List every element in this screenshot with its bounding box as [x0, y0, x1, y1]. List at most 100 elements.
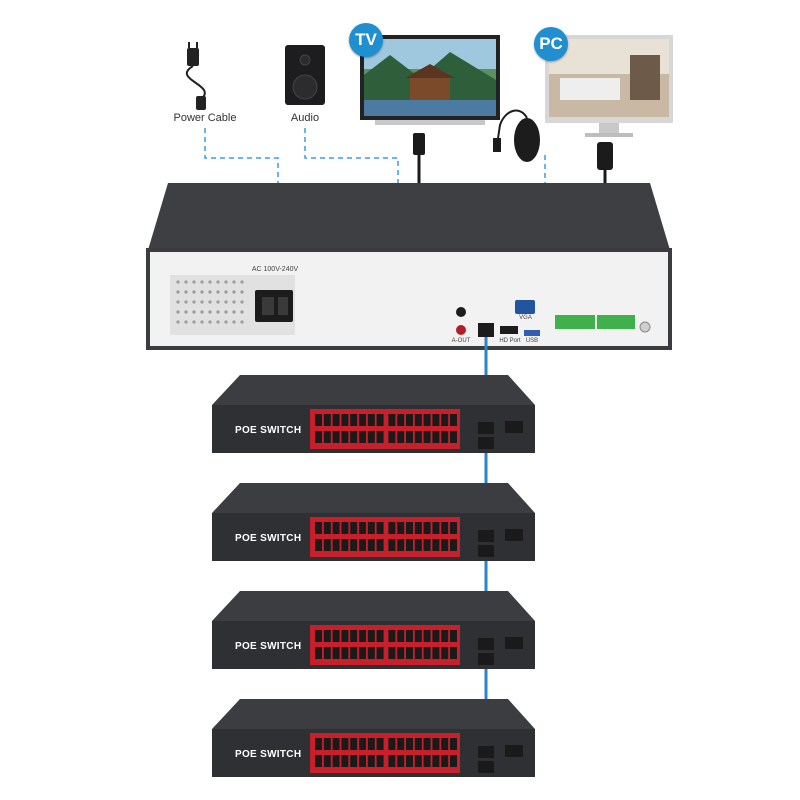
rj45-port	[423, 738, 431, 750]
rj45-port	[376, 630, 384, 642]
rj45-port	[315, 647, 322, 659]
rj45-port	[332, 539, 340, 551]
tv-badge: TV	[349, 23, 383, 57]
rj45-port	[323, 414, 331, 426]
vga-label: VGA	[519, 315, 532, 321]
rj45-port	[432, 414, 440, 426]
switch-label: POE SWITCH	[235, 641, 301, 652]
rj45-port	[323, 522, 331, 534]
rj45-port	[441, 431, 449, 443]
uplink-port	[478, 530, 494, 542]
rj45-port	[332, 630, 340, 642]
rj45-port	[376, 431, 384, 443]
rj45-port	[323, 647, 331, 659]
rj45-port	[341, 647, 349, 659]
rj45-port	[350, 414, 358, 426]
switch-label: POE SWITCH	[235, 425, 301, 436]
pc-badge: PC	[534, 27, 568, 61]
rj45-port	[359, 539, 366, 551]
audio-label: Audio	[290, 112, 320, 124]
rj45-port	[441, 539, 449, 551]
rj45-port	[450, 630, 457, 642]
rj45-port	[359, 630, 366, 642]
rj45-port	[315, 414, 322, 426]
rj45-port	[341, 630, 349, 642]
rj45-port	[397, 630, 405, 642]
rj45-port	[376, 755, 384, 767]
rj45-port	[450, 647, 457, 659]
uplink-port	[478, 653, 494, 665]
rj45-port	[406, 630, 413, 642]
rj45-port	[441, 630, 449, 642]
rj45-port	[323, 738, 331, 750]
rj45-port	[367, 431, 375, 443]
rj45-port	[359, 431, 366, 443]
rj45-port	[359, 522, 366, 534]
rj45-port	[432, 630, 440, 642]
rj45-port	[359, 414, 366, 426]
power-cable-icon	[185, 42, 206, 110]
rj45-port	[441, 647, 449, 659]
sfp-port	[505, 637, 523, 649]
rj45-port	[341, 431, 349, 443]
rj45-port	[323, 755, 331, 767]
rj45-port	[450, 522, 457, 534]
rj45-port	[315, 539, 322, 551]
nvr-recorder	[146, 183, 672, 350]
rj45-port	[376, 539, 384, 551]
speaker-icon	[285, 45, 325, 105]
rj45-port	[350, 755, 358, 767]
rj45-port	[332, 414, 340, 426]
rj45-port	[423, 414, 431, 426]
rj45-port	[341, 522, 349, 534]
rj45-port	[341, 738, 349, 750]
rj45-port	[359, 755, 366, 767]
rj45-port	[359, 738, 366, 750]
rj45-port	[376, 738, 384, 750]
poe-switch-4: POE SWITCH	[212, 699, 535, 777]
rj45-port	[414, 738, 422, 750]
rj45-port	[397, 755, 405, 767]
usb-label: USB	[525, 338, 539, 344]
rj45-port	[315, 431, 322, 443]
rj45-port	[397, 738, 405, 750]
rj45-port	[367, 647, 375, 659]
rj45-port	[406, 755, 413, 767]
rj45-port	[414, 431, 422, 443]
rj45-port	[350, 630, 358, 642]
rj45-port	[315, 522, 322, 534]
rj45-port	[423, 431, 431, 443]
rj45-port	[315, 738, 322, 750]
sfp-port	[505, 745, 523, 757]
rj45-port	[359, 647, 366, 659]
rj45-port	[450, 431, 457, 443]
rj45-port	[397, 414, 405, 426]
hdmi-label: HD Port	[499, 338, 521, 344]
rj45-port	[388, 522, 396, 534]
rj45-port	[450, 738, 457, 750]
rj45-port	[397, 522, 405, 534]
rj45-port	[414, 630, 422, 642]
rj45-port	[414, 522, 422, 534]
switch-label: POE SWITCH	[235, 749, 301, 760]
rj45-port	[315, 630, 322, 642]
aout-label: A-OUT	[451, 338, 471, 344]
rj45-port	[332, 755, 340, 767]
rj45-port	[315, 755, 322, 767]
sfp-port	[505, 529, 523, 541]
rj45-port	[406, 522, 413, 534]
rj45-port	[388, 539, 396, 551]
poe-switch-2: POE SWITCH	[212, 483, 535, 561]
rj45-port	[332, 647, 340, 659]
nvr-power-spec: AC 100V-240V	[251, 266, 299, 273]
rj45-port	[388, 630, 396, 642]
uplink-port	[478, 746, 494, 758]
tv-monitor-icon	[360, 35, 500, 125]
rj45-port	[450, 539, 457, 551]
rj45-port	[414, 755, 422, 767]
rj45-port	[367, 755, 375, 767]
rj45-port	[332, 738, 340, 750]
rj45-port	[332, 522, 340, 534]
